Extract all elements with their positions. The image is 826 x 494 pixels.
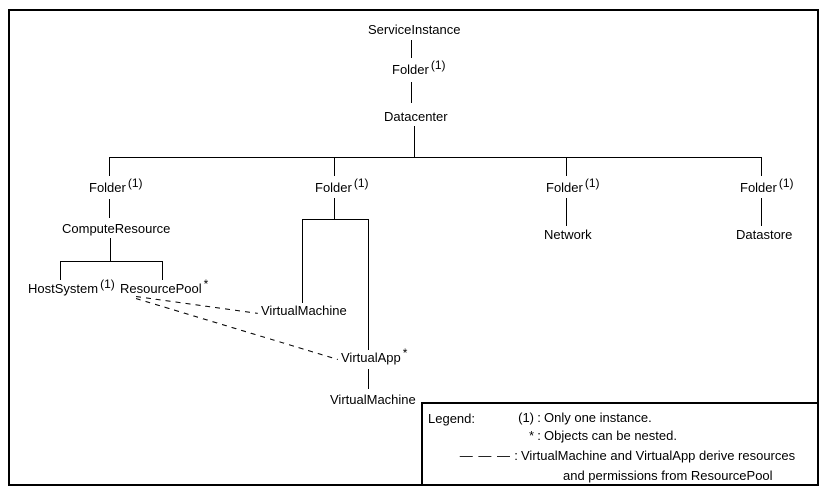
legend-symbol-dashed-line: — — —	[459, 448, 511, 463]
outer-border	[8, 9, 819, 486]
node-service-instance: ServiceInstance	[368, 22, 461, 37]
node-folder-datastore: Folder(1)	[740, 176, 794, 195]
node-resource-pool: ResourcePool*	[120, 277, 209, 296]
superscript: (1)	[353, 176, 369, 190]
legend-box: Legend: (1):Only one instance. *:Objects…	[421, 402, 819, 486]
edge-virtualapp-virtualmachine2	[368, 369, 369, 389]
superscript: (1)	[100, 277, 115, 291]
superscript: (1)	[430, 58, 446, 72]
node-folder-vm: Folder(1)	[315, 176, 369, 195]
edge-stub-virtualapp	[368, 219, 369, 350]
edge-stub-virtualmachine1	[302, 219, 303, 303]
legend-symbol-one-instance: (1)	[518, 410, 534, 425]
node-folder-host: Folder(1)	[89, 176, 143, 195]
legend-row-only-one-instance: (1):Only one instance.	[423, 410, 652, 425]
superscript: *	[402, 346, 408, 360]
superscript: *	[203, 277, 209, 291]
edge-datacenter-children-bar	[109, 157, 762, 158]
node-folder-network: Folder(1)	[546, 176, 600, 195]
node-folder-root: Folder(1)	[392, 58, 446, 77]
edge-folder-datacenter	[411, 82, 412, 103]
edge-foldernetwork-network	[566, 198, 567, 226]
edge-computeresource-children-bar	[60, 261, 163, 262]
node-compute-resource: ComputeResource	[62, 221, 171, 236]
legend-row-dashed-line: — — —:VirtualMachine and VirtualApp deri…	[423, 448, 795, 463]
legend-row-continuation: and permissions from ResourcePool	[563, 468, 773, 483]
legend-symbol-asterisk: *	[528, 428, 534, 443]
legend-row-nested: *:Objects can be nested.	[423, 428, 677, 443]
edge-folderdatastore-datastore	[761, 198, 762, 226]
node-network: Network	[544, 227, 592, 242]
superscript: (1)	[778, 176, 794, 190]
edge-stub-folder-network	[566, 157, 567, 176]
edge-serviceinstance-folder	[411, 40, 412, 58]
node-datastore: Datastore	[736, 227, 793, 242]
legend-title: Legend:	[428, 411, 475, 426]
legend-text: Only one instance.	[544, 410, 652, 425]
node-virtual-app: VirtualApp*	[341, 346, 408, 365]
edge-computeresource-trunk	[110, 238, 111, 262]
edge-foldervm-children-bar	[302, 219, 369, 220]
superscript: (1)	[127, 176, 143, 190]
node-virtual-machine-2: VirtualMachine	[330, 392, 416, 407]
edge-folderhost-computeresource	[109, 199, 110, 218]
legend-text: Objects can be nested.	[544, 428, 677, 443]
edge-stub-resourcepool	[162, 261, 163, 280]
node-virtual-machine-1: VirtualMachine	[261, 303, 347, 318]
node-datacenter: Datacenter	[384, 109, 448, 124]
edge-stub-folder-vm	[334, 157, 335, 176]
superscript: (1)	[584, 176, 600, 190]
legend-text: and permissions from ResourcePool	[563, 468, 773, 483]
edge-stub-folder-datastore	[761, 157, 762, 176]
edge-datacenter-trunk	[414, 126, 415, 157]
edge-stub-folder-host	[109, 157, 110, 176]
legend-text: VirtualMachine and VirtualApp derive res…	[521, 448, 796, 463]
node-host-system: HostSystem(1)	[28, 277, 115, 296]
edge-stub-hostsystem	[60, 261, 61, 280]
edge-foldervm-trunk	[334, 198, 335, 220]
